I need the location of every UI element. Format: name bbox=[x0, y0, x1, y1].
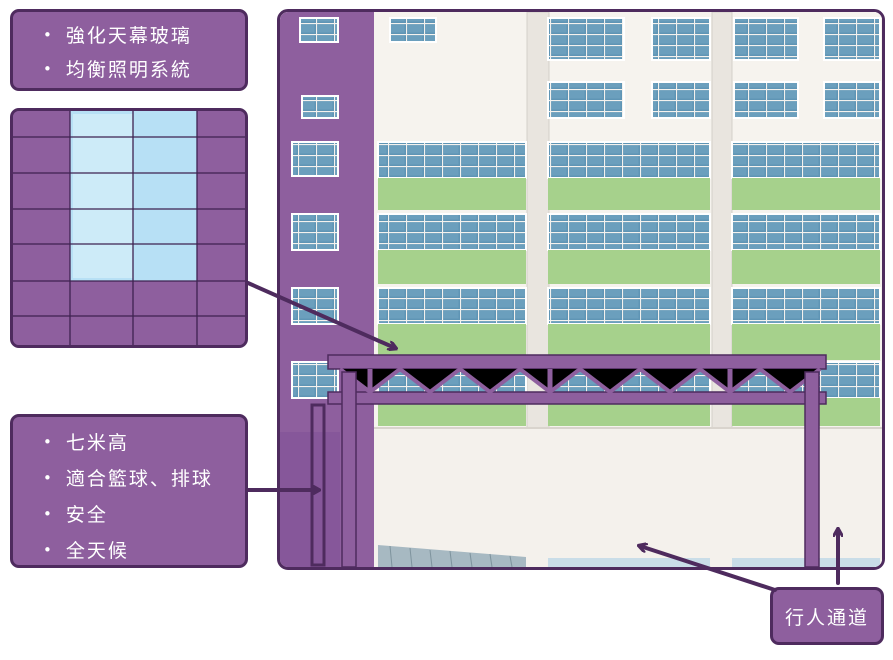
callout-item: 均衡照明系統 bbox=[43, 54, 245, 88]
walkway-label: 行人通道 bbox=[770, 587, 884, 645]
callout-item: 強化天幕玻璃 bbox=[43, 20, 245, 54]
callout-item: 七米高 bbox=[43, 426, 245, 462]
callout-item: 全天候 bbox=[43, 534, 245, 570]
building-elevation bbox=[277, 9, 885, 570]
callout-glazing: 強化天幕玻璃 均衡照明系統 bbox=[10, 9, 248, 91]
facade-drawing bbox=[280, 12, 882, 567]
callout-item: 安全 bbox=[43, 498, 245, 534]
footbridge-truss bbox=[310, 354, 827, 567]
glass-roof-detail bbox=[10, 108, 248, 348]
callout-features: 七米高 適合籃球、排球 安全 全天候 bbox=[10, 414, 248, 568]
callout-item: 適合籃球、排球 bbox=[43, 462, 245, 498]
